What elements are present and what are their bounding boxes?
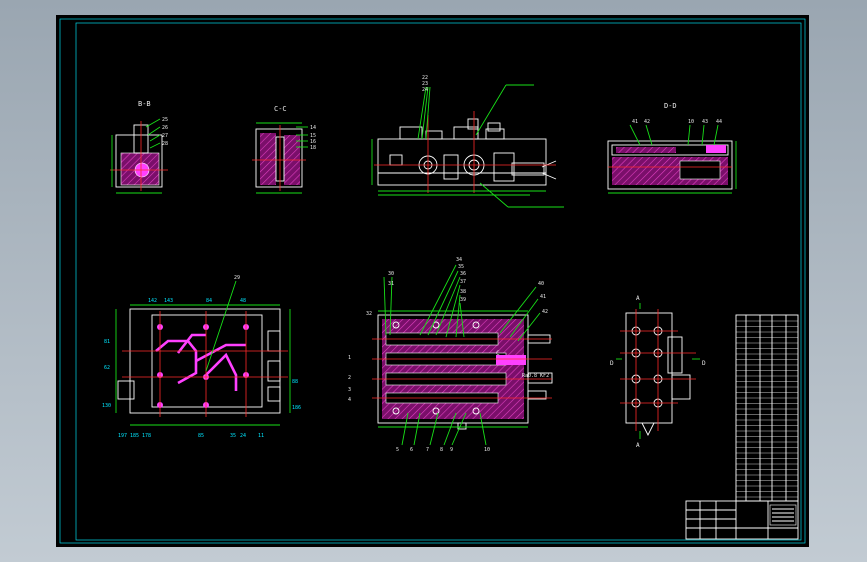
title-block <box>685 500 799 540</box>
parts-list <box>735 314 799 502</box>
view-label-b-b: B-B <box>138 100 151 108</box>
balloon-16: 16 <box>310 139 316 145</box>
plan-dim-bottom-5: 24 <box>240 433 246 439</box>
view-c-c: C-C 14 15 16 18 <box>252 105 316 194</box>
balloon-5: 5 <box>396 447 399 453</box>
balloon-39: 39 <box>460 297 466 303</box>
plan-dim-left-2: 130 <box>102 403 111 409</box>
balloon-31: 31 <box>388 281 394 287</box>
plan-dim-bottom-6: 11 <box>258 433 264 439</box>
balloon-29: 29 <box>234 275 240 281</box>
cad-viewport[interactable]: B-B 25 26 27 28 C-C <box>56 15 809 547</box>
balloon-1: 1 <box>348 355 351 361</box>
balloon-35: 35 <box>458 264 464 270</box>
balloon-43: 43 <box>702 119 708 125</box>
plan-dim-top-1: 143 <box>164 298 173 304</box>
balloon-37: 37 <box>460 279 466 285</box>
view-label-d-d: D-D <box>664 102 677 110</box>
balloon-3: 3 <box>348 387 351 393</box>
balloon-10-section: 10 <box>484 447 490 453</box>
balloon-38: 38 <box>460 289 466 295</box>
balloon-9: 9 <box>450 447 453 453</box>
view-label-d-right: D <box>702 360 706 367</box>
plan-dim-right-1: 186 <box>292 405 301 411</box>
plan-dim-bottom-0: 197 <box>118 433 127 439</box>
assembly-drawing: B-B 25 26 27 28 C-C <box>59 18 806 544</box>
plan-dim-left-0: 81 <box>104 339 110 345</box>
roughness-note: Ra0.8 KF2 <box>522 373 549 379</box>
balloon-41: 41 <box>632 119 638 125</box>
balloon-24: 24 <box>422 87 428 93</box>
view-label-c-c: C-C <box>274 105 287 113</box>
balloon-42-section: 42 <box>542 309 548 315</box>
balloon-41-section: 41 <box>540 294 546 300</box>
plan-dim-top-2: 84 <box>206 298 212 304</box>
inner-frame <box>75 22 802 541</box>
view-b-b: B-B 25 26 27 28 <box>110 100 168 194</box>
plan-dim-top-0: 142 <box>148 298 157 304</box>
balloon-36: 36 <box>460 271 466 277</box>
balloon-6: 6 <box>410 447 413 453</box>
balloon-42: 42 <box>644 119 650 125</box>
plan-dim-bottom-4: 35 <box>230 433 236 439</box>
plan-view: 29 142 143 84 48 197 185 178 85 35 24 11… <box>102 275 301 439</box>
plan-dim-left-1: 62 <box>104 365 110 371</box>
balloon-23: 23 <box>422 81 428 87</box>
balloon-34: 34 <box>456 257 462 263</box>
balloon-28: 28 <box>162 141 168 147</box>
plan-dim-top-3: 48 <box>240 298 246 304</box>
plan-dim-bottom-3: 85 <box>198 433 204 439</box>
view-label-d-left: D <box>610 360 614 367</box>
balloon-30: 30 <box>388 271 394 277</box>
front-elevation: 22 23 24 <box>371 75 564 208</box>
balloon-32: 32 <box>366 311 372 317</box>
balloon-10: 10 <box>688 119 694 125</box>
balloon-14: 14 <box>310 125 316 131</box>
balloon-44: 44 <box>716 119 722 125</box>
balloon-40: 40 <box>538 281 544 287</box>
plan-dim-right-0: 88 <box>292 379 298 385</box>
balloon-4: 4 <box>348 397 351 403</box>
balloon-18: 18 <box>310 145 316 151</box>
balloon-8: 8 <box>440 447 443 453</box>
view-label-a-top: A <box>636 295 640 302</box>
logo-stamp <box>769 504 797 526</box>
balloon-25: 25 <box>162 117 168 123</box>
balloon-7: 7 <box>426 447 429 453</box>
balloon-22: 22 <box>422 75 428 81</box>
balloon-2: 2 <box>348 375 351 381</box>
view-label-a-bottom: A <box>636 442 640 449</box>
view-d-d: D-D 41 42 10 43 44 <box>607 102 737 194</box>
outer-frame <box>59 18 806 544</box>
balloon-15: 15 <box>310 133 316 139</box>
plan-dim-bottom-2: 178 <box>142 433 151 439</box>
balloon-26: 26 <box>162 125 168 131</box>
section-mark-c: C <box>496 350 500 357</box>
main-section: 34 35 36 37 38 39 40 41 42 30 31 32 1 2 … <box>348 257 553 453</box>
view-a: A A D D <box>610 295 706 449</box>
plan-dim-bottom-1: 185 <box>130 433 139 439</box>
balloon-27: 27 <box>162 133 168 139</box>
